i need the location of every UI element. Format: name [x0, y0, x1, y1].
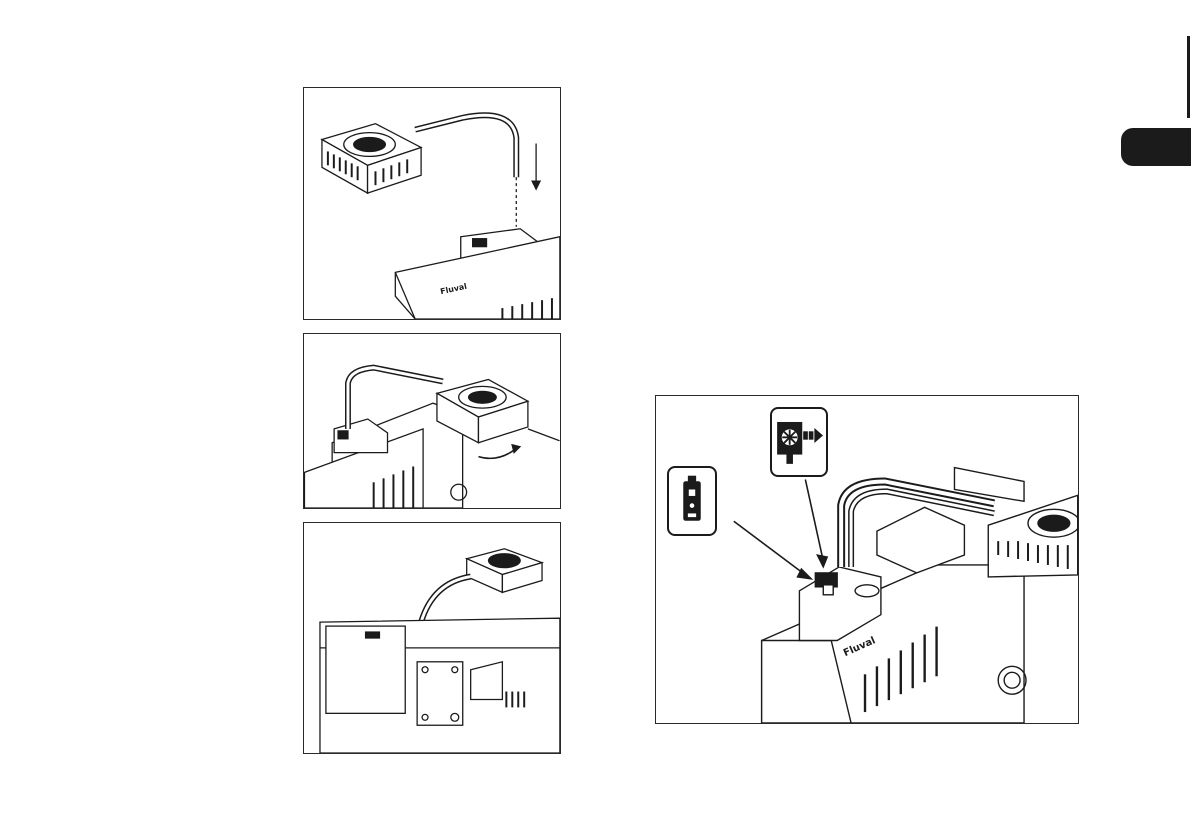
pump-mounted-illustration [304, 523, 560, 753]
pump-cable-plug-illustration: Fluval [304, 88, 560, 319]
page-edge-marker [1187, 36, 1190, 118]
figure-step-1: Fluval [303, 87, 561, 320]
pump-glyph [772, 409, 826, 475]
pump-fan-arrow-icon [770, 407, 828, 477]
figure-controller-ports: Fluval [655, 395, 1079, 724]
figure-step-2 [303, 333, 561, 509]
pump-rotate-illustration [304, 334, 560, 508]
figure-step-3 [303, 522, 561, 754]
controller-ports-illustration: Fluval [656, 396, 1078, 723]
controller-glyph [669, 468, 715, 534]
language-tab [1121, 128, 1191, 166]
controller-device-icon [667, 466, 717, 536]
